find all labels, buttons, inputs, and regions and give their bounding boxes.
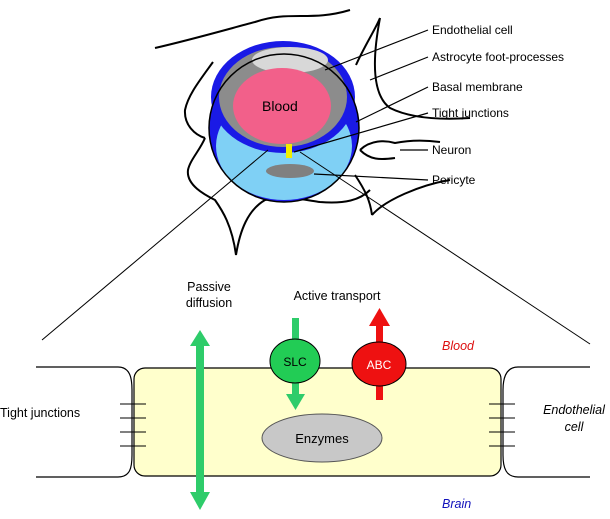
vessel-outer-contour	[208, 53, 360, 203]
abc-transporter	[351, 341, 407, 387]
enzymes-ellipse	[261, 413, 383, 463]
leader-lines	[293, 29, 429, 181]
label-astrocyte: Astrocyte foot-processes	[432, 50, 564, 64]
bottom-labels: Passive diffusion Active transport Blood…	[0, 280, 606, 511]
active-transport-label: Active transport	[294, 289, 381, 303]
tight-junctions-label-bottom: Tight junctions	[0, 406, 80, 420]
slc-label: SLC	[283, 355, 307, 369]
brain-side-label: Brain	[442, 497, 471, 511]
label-endothelial-cell: Endothelial cell	[432, 23, 513, 37]
leader-astrocyte	[369, 56, 429, 81]
capillary-cross-section: Blood	[154, 9, 471, 256]
astrocyte-outline-left	[183, 61, 214, 139]
enzymes-label: Enzymes	[295, 431, 349, 446]
zoom-line-left	[41, 149, 269, 341]
leader-pericyte	[313, 173, 429, 181]
blood-lumen	[233, 68, 331, 144]
pericyte-side-outline	[354, 174, 451, 216]
label-neuron: Neuron	[432, 143, 471, 157]
leader-basal	[355, 86, 429, 123]
blood-label: Blood	[262, 98, 298, 114]
astrocyte-outline-right	[355, 17, 471, 120]
passive-diffusion-arrow	[190, 330, 210, 510]
tight-junction-marker	[286, 144, 292, 158]
astrocyte-outline-top	[154, 9, 351, 49]
tight-junction-ticks-left	[120, 403, 146, 447]
endothelial-label-line1: Endothelial	[543, 403, 606, 417]
leader-tight-junctions	[293, 112, 429, 153]
endothelial-label-line2: cell	[565, 420, 585, 434]
top-labels: Endothelial cell Astrocyte foot-processe…	[432, 23, 564, 187]
endothelial-highlight	[252, 47, 328, 73]
blood-side-label: Blood	[442, 339, 475, 353]
abc-label: ABC	[367, 358, 392, 372]
label-pericyte: Pericyte	[432, 173, 476, 187]
zoom-line-right	[299, 151, 591, 345]
label-tight-junctions-top: Tight junctions	[432, 106, 509, 120]
pericyte-body	[266, 164, 314, 178]
right-neighbor-cell	[502, 366, 590, 478]
neuron-outline	[359, 139, 441, 160]
slc-transporter	[269, 338, 321, 384]
endothelial-detail: Enzymes SLC ABC	[36, 308, 590, 510]
left-neighbor-cell	[36, 366, 133, 478]
tight-junction-ticks-right	[489, 403, 515, 447]
passive-label-line2: diffusion	[186, 296, 232, 310]
label-basal-membrane: Basal membrane	[432, 80, 523, 94]
leader-endothelial	[324, 29, 429, 71]
passive-label-line1: Passive	[187, 280, 231, 294]
